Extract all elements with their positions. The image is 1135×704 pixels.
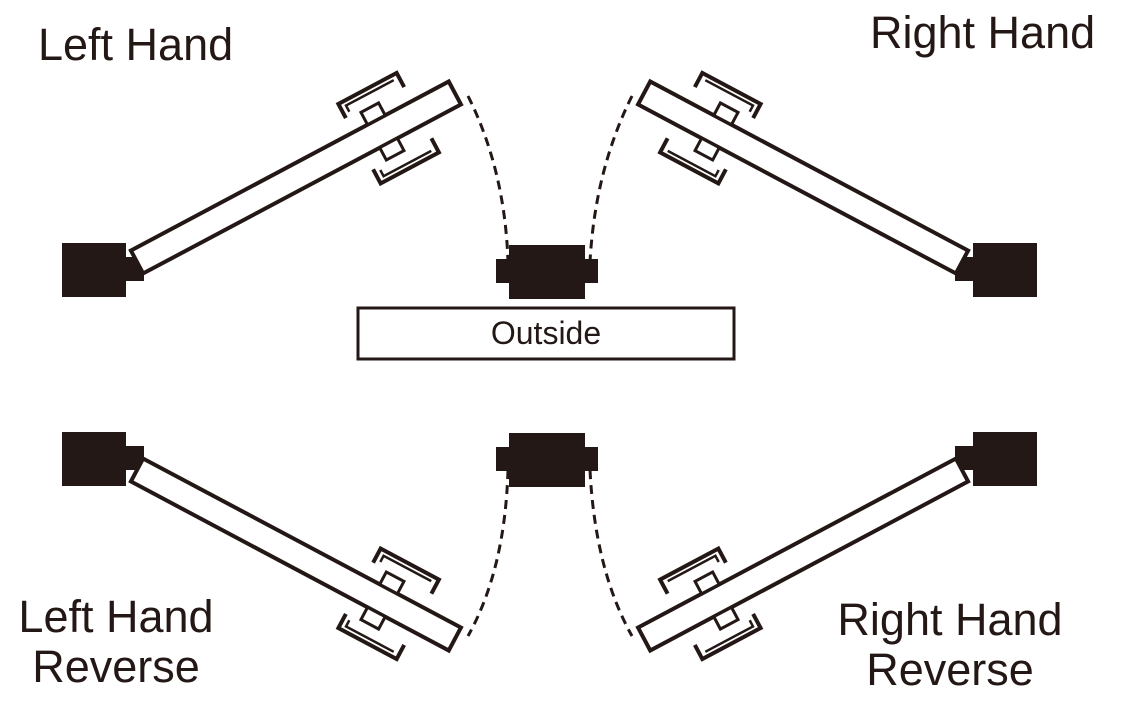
strike-jamb-top [496,245,598,299]
door-right-hand [623,53,983,301]
label-right-hand-reverse-line1: Right Hand [837,594,1063,645]
label-right-hand-reverse-line2: Reverse [866,644,1034,695]
label-right-hand-reverse: Right Hand Reverse [826,595,1074,695]
label-left-hand: Left Hand [38,20,233,70]
swing-arc-right-hand-reverse [588,469,634,637]
label-left-hand-text: Left Hand [38,19,234,70]
strike-jamb-bottom [496,433,598,487]
outside-label: Outside [490,315,602,351]
door-left-hand [116,53,476,301]
label-left-hand-reverse-line1: Left Hand [18,591,214,642]
swing-arc-left-hand-reverse [466,469,510,637]
outside-box [356,306,736,361]
label-left-hand-reverse: Left Hand Reverse [10,592,222,692]
label-right-hand: Right Hand [870,8,1095,58]
label-right-hand-text: Right Hand [870,7,1096,58]
swing-arc-right-hand [588,95,634,263]
label-left-hand-reverse-line2: Reverse [32,641,200,692]
swing-arc-left-hand [466,95,510,263]
